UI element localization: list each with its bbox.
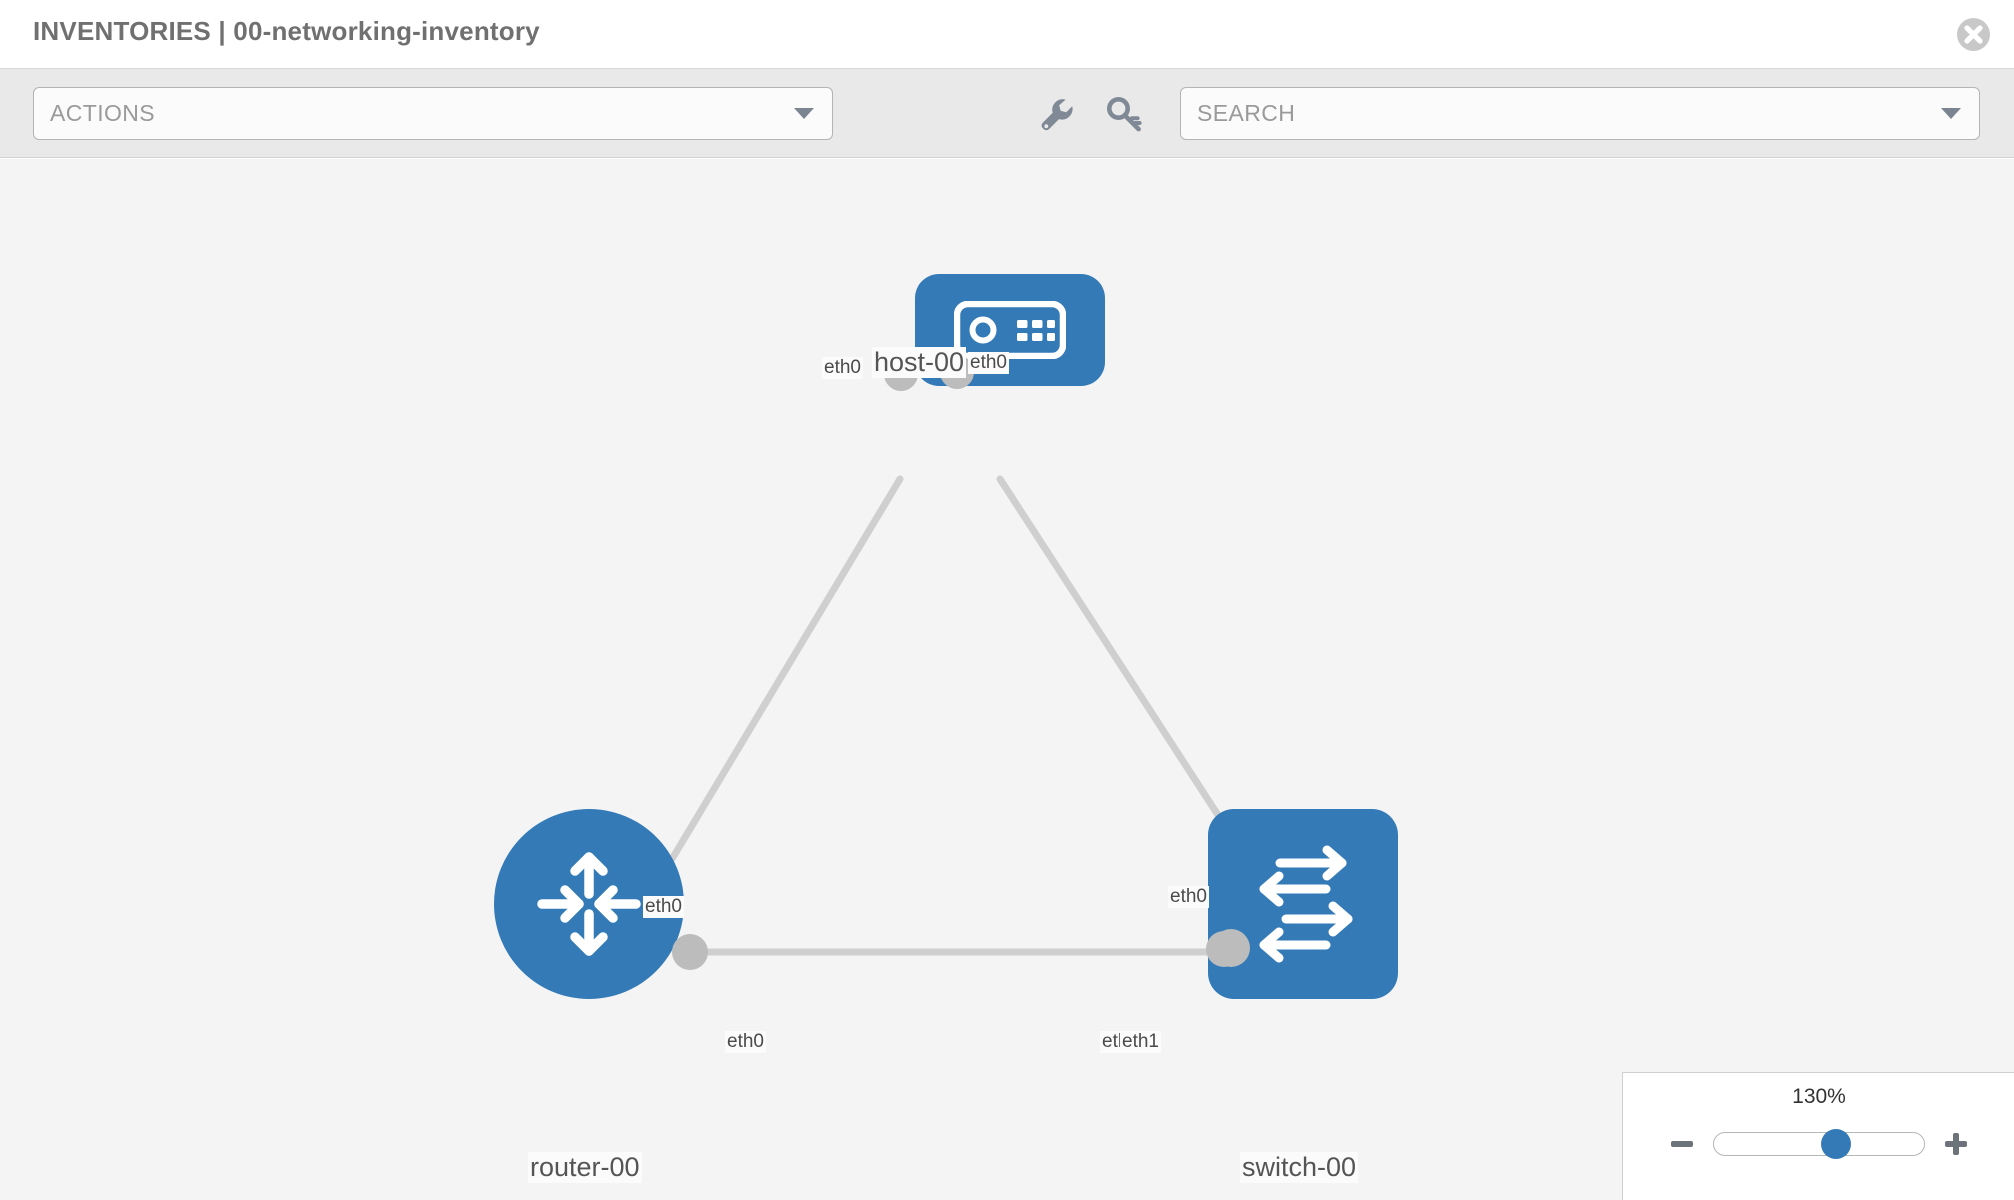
switch-arrows-icon <box>1259 845 1353 963</box>
zoom-slider-thumb[interactable] <box>1820 1129 1851 1159</box>
iface-label-router-to-host: eth0 <box>643 896 684 918</box>
iface-label-host-to-switch: eth0 <box>968 352 1009 374</box>
zoom-out-button[interactable] <box>1665 1127 1699 1161</box>
search-input[interactable]: SEARCH <box>1180 87 1980 140</box>
chevron-down-icon <box>1941 108 1961 119</box>
iface-label-switch-to-router: eth1 <box>1120 1031 1161 1053</box>
connector-router-right[interactable] <box>672 934 708 970</box>
zoom-control-panel: 130% <box>1622 1072 2014 1200</box>
zoom-slider-row <box>1623 1123 2014 1165</box>
plus-icon <box>1945 1133 1967 1155</box>
actions-dropdown-label: ACTIONS <box>50 100 156 126</box>
page-header: INVENTORIES | 00-networking-inventory <box>0 0 2014 69</box>
node-switch-00[interactable] <box>1208 809 1398 999</box>
key-icon[interactable] <box>1103 93 1145 135</box>
zoom-level-label: 130% <box>1792 1085 1846 1108</box>
close-icon[interactable] <box>1957 18 1990 51</box>
chevron-down-icon <box>794 108 814 119</box>
minus-icon <box>1671 1141 1693 1147</box>
zoom-slider-track[interactable] <box>1713 1129 1925 1159</box>
topology-canvas[interactable]: host-00 eth0 eth0 router-00 eth0 eth0 <box>0 159 2014 1200</box>
node-label-router-00: router-00 <box>528 1152 642 1183</box>
server-appliance-icon <box>954 301 1066 359</box>
iface-label-router-to-switch: eth0 <box>725 1031 766 1053</box>
page-title: INVENTORIES | 00-networking-inventory <box>33 16 540 46</box>
actions-dropdown[interactable]: ACTIONS <box>33 87 833 140</box>
zoom-in-button[interactable] <box>1939 1127 1973 1161</box>
toolbar: ACTIONS SEARCH <box>0 69 2014 158</box>
router-arrows-icon <box>537 852 641 956</box>
wrench-icon[interactable] <box>1035 93 1077 135</box>
search-placeholder: SEARCH <box>1197 100 1296 126</box>
connector-switch-top[interactable] <box>1212 929 1250 967</box>
link-host-switch <box>996 475 1244 853</box>
node-label-host-00: host-00 <box>872 347 967 378</box>
link-host-router <box>668 475 904 863</box>
iface-label-switch-to-host: eth0 <box>1168 886 1209 908</box>
node-label-switch-00: switch-00 <box>1240 1152 1359 1183</box>
iface-label-host-to-router: eth0 <box>822 357 863 379</box>
topology-links <box>668 475 1294 956</box>
